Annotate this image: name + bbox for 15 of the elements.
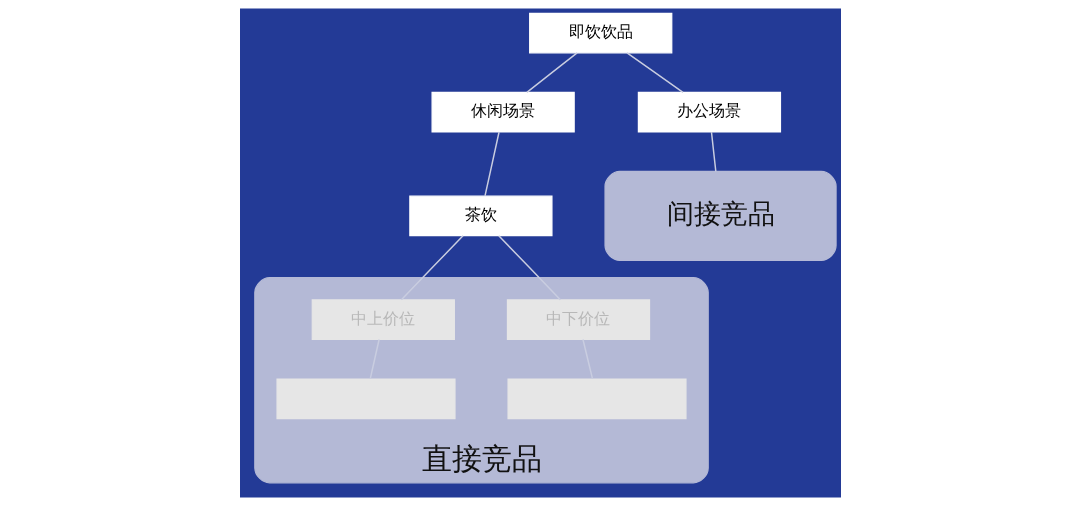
connector — [369, 338, 380, 380]
node-box: 办公场景 — [637, 91, 781, 133]
connector — [581, 338, 593, 380]
connector — [525, 52, 578, 94]
connector — [400, 235, 464, 301]
connector — [497, 235, 561, 301]
node-box — [275, 378, 456, 420]
node-box: 休闲场景 — [431, 91, 575, 133]
node-box — [506, 378, 687, 420]
node-box: 茶饮 — [408, 195, 553, 237]
connector — [483, 131, 500, 197]
connector — [625, 52, 684, 94]
connector — [710, 131, 717, 173]
node-box: 间接竞品 — [603, 170, 837, 262]
node-box: 即饮饮品 — [528, 12, 672, 54]
